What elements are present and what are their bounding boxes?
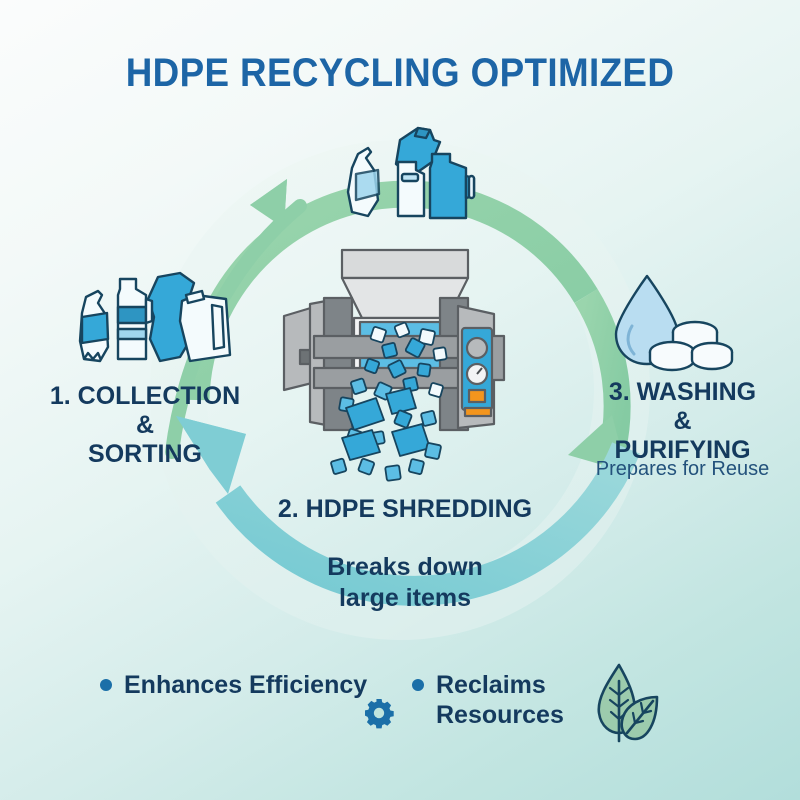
water-droplet-pellets-icon [600,272,735,372]
step-1-line-3: SORTING [88,439,202,468]
benefit-2-line-1: Reclaims [436,671,546,699]
bullet-icon [100,679,112,691]
step-2-subtitle-line-1: Breaks down [327,553,483,581]
plastic-bottles-icon [62,265,242,380]
benefit-2-line-2: Resources [436,701,564,729]
gear-icon [363,697,395,729]
benefit-enhances-efficiency: Enhances Efficiency [100,670,370,700]
step-3-subtitle: Prepares for Reuse [595,458,770,480]
benefit-reclaims-resources: Reclaims Resources [412,670,592,730]
benefit-1-label: Enhances Efficiency [124,671,368,699]
plastic-bottles-jugs-icon [322,118,482,228]
step-3-line-3: PURIFYING [614,435,751,464]
step-3-washing-label: 3. WASHING & PURIFYING [565,378,800,464]
step-3-line-2: & [673,406,692,435]
leaf-icon [585,661,661,745]
step-3-line-1: 3. WASHING [608,378,757,406]
bullet-icon [412,679,424,691]
step-2-subtitle: Breaks down large items [235,552,575,615]
step-1-line-1: 1. COLLECTION [49,382,241,410]
step-2-shredding-label: 2. HDPE SHREDDING [277,495,533,523]
teal-cycle-arrow [176,416,640,606]
page-title: HDPE RECYCLING OPTIMIZED [125,51,675,95]
benefit-2-label: Reclaims Resources [436,670,564,730]
step-2-subtitle-line-2: large items [338,584,471,613]
step-1-collection-label: 1. COLLECTION & SORTING [20,382,270,468]
step-1-line-2: & [135,410,155,439]
industrial-shredder-icon [280,232,530,482]
